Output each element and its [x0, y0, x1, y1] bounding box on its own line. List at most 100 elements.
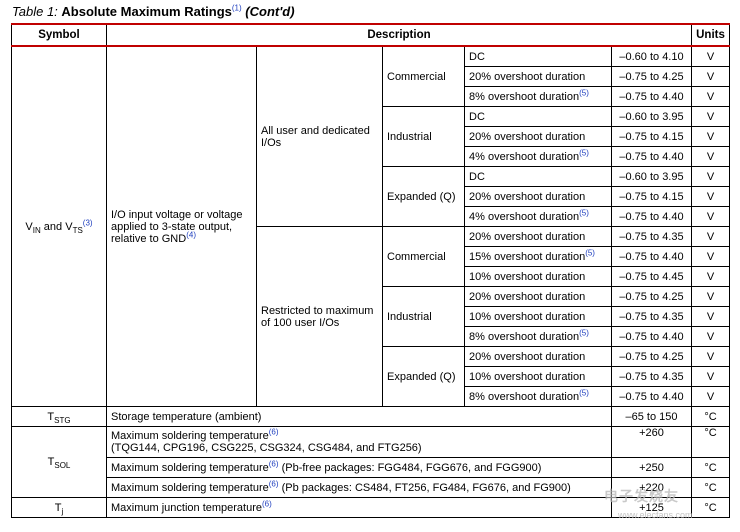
condition-cell: DC	[464, 45, 612, 67]
condition-text: 8% overshoot duration	[469, 330, 580, 343]
grade-cell: Commercial	[382, 226, 465, 287]
tstg-symbol-cell: TSTG	[11, 406, 107, 427]
symbol-text: V	[25, 220, 33, 233]
value-cell: –0.75 to 4.25	[611, 66, 692, 87]
unit-cell: °C	[691, 406, 730, 427]
value-cell: –0.60 to 4.10	[611, 45, 692, 67]
condition-text: DC	[469, 50, 485, 63]
unit-cell: V	[691, 266, 730, 287]
condition-text: 8% overshoot duration	[469, 90, 580, 103]
unit-cell: V	[691, 326, 730, 347]
unit-cell: V	[691, 386, 730, 407]
value-cell: –0.75 to 4.35	[611, 306, 692, 327]
description-text: Maximum soldering temperature	[111, 461, 269, 474]
tsol-description-cell: Maximum soldering temperature(6) (Pb pac…	[106, 477, 612, 498]
table-row: 15% overshoot duration(5) –0.75 to 4.40 …	[12, 246, 730, 267]
value-cell: –0.75 to 4.40	[611, 326, 692, 347]
condition-cell: 20% overshoot duration	[464, 126, 612, 147]
condition-cell: 15% overshoot duration(5)	[464, 246, 612, 267]
description-text: Maximum soldering temperature	[111, 481, 269, 494]
table-row: Restricted to maximum of 100 user I/Os C…	[12, 226, 730, 407]
title-footnote-link[interactable]: (1)	[231, 3, 242, 13]
value-cell: –0.75 to 4.40	[611, 146, 692, 167]
grade-cell: Industrial	[382, 286, 465, 347]
footnote-link[interactable]: (6)	[268, 478, 279, 488]
value-cell: +220	[611, 477, 692, 498]
condition-text: 20% overshoot duration	[469, 70, 586, 83]
symbol-header: Symbol	[11, 23, 107, 47]
condition-cell: DC	[464, 166, 612, 187]
table-row: 20% overshoot duration –0.75 to 4.25 V	[12, 66, 730, 87]
unit-cell: V	[691, 346, 730, 367]
unit-cell: V	[691, 306, 730, 327]
footnote-link[interactable]: (4)	[186, 229, 196, 239]
value-cell: –0.75 to 4.45	[611, 266, 692, 287]
footnote-link[interactable]: (3)	[82, 217, 93, 227]
condition-text: 10% overshoot duration	[469, 310, 586, 323]
symbol-subscript: STG	[54, 415, 71, 425]
description-detail: (Pb-free packages: FGG484, FGG676, and F…	[278, 461, 542, 474]
symbol-subscript: SOL	[54, 461, 71, 471]
table-row: 4% overshoot duration(5) –0.75 to 4.40 V	[12, 206, 730, 227]
value-cell: –0.75 to 4.25	[611, 286, 692, 307]
watermark-url: www.elecfans.com	[618, 510, 693, 520]
table-row: 10% overshoot duration –0.75 to 4.35 V	[12, 366, 730, 387]
footnote-link[interactable]: (5)	[579, 327, 589, 337]
footnote-link[interactable]: (5)	[579, 87, 589, 97]
unit-cell: °C	[691, 497, 730, 518]
symbol-subscript: j	[61, 506, 64, 516]
condition-cell: 10% overshoot duration	[464, 306, 612, 327]
footnote-link[interactable]: (6)	[268, 458, 279, 468]
unit-cell: V	[691, 106, 730, 127]
condition-cell: 20% overshoot duration	[464, 286, 612, 307]
condition-cell: 20% overshoot duration	[464, 186, 612, 207]
footnote-link[interactable]: (5)	[579, 147, 589, 157]
io-group-cell: All user and dedicated I/Os	[256, 45, 383, 227]
value-cell: –0.75 to 4.40	[611, 386, 692, 407]
footnote-link[interactable]: (5)	[579, 387, 589, 397]
footnote-link[interactable]: (6)	[268, 427, 279, 437]
condition-text: 4% overshoot duration	[469, 210, 580, 223]
table-number: Table 1:	[12, 4, 58, 19]
condition-text: 20% overshoot duration	[469, 350, 586, 363]
io-group-cell: Restricted to maximum of 100 user I/Os	[256, 226, 383, 407]
unit-cell: °C	[691, 477, 730, 498]
grade-cell: Expanded (Q)	[382, 346, 465, 407]
condition-text: 20% overshoot duration	[469, 130, 586, 143]
unit-cell: V	[691, 66, 730, 87]
condition-text: DC	[469, 110, 485, 123]
table-row: 20% overshoot duration –0.75 to 4.15 V	[12, 186, 730, 207]
condition-text: 8% overshoot duration	[469, 390, 580, 403]
footnote-link[interactable]: (6)	[262, 498, 272, 508]
description-header: Description	[106, 23, 692, 47]
footnote-link[interactable]: (5)	[579, 207, 589, 217]
value-cell: –0.75 to 4.40	[611, 86, 692, 107]
table-caption: Table 1: Absolute Maximum Ratings(1) (Co…	[12, 4, 295, 19]
table-row: 8% overshoot duration(5) –0.75 to 4.40 V	[12, 326, 730, 347]
value-cell: –65 to 150	[611, 406, 692, 427]
unit-cell: °C	[691, 426, 730, 458]
condition-cell: 8% overshoot duration(5)	[464, 386, 612, 407]
header-row: Symbol Description Units	[11, 23, 730, 47]
symbol-text: T	[47, 410, 55, 423]
condition-cell: 8% overshoot duration(5)	[464, 86, 612, 107]
symbol-text: and V	[40, 220, 73, 233]
grade-cell: Expanded (Q)	[382, 166, 465, 227]
value-cell: –0.60 to 3.95	[611, 166, 692, 187]
unit-cell: V	[691, 166, 730, 187]
condition-cell: 8% overshoot duration(5)	[464, 326, 612, 347]
value-cell: –0.75 to 4.40	[611, 246, 692, 267]
footnote-link[interactable]: (5)	[585, 247, 595, 257]
condition-cell: 10% overshoot duration	[464, 266, 612, 287]
condition-cell: 10% overshoot duration	[464, 366, 612, 387]
tstg-description-cell: Storage temperature (ambient)	[106, 406, 612, 427]
condition-cell: DC	[464, 106, 612, 127]
value-cell: –0.75 to 4.35	[611, 366, 692, 387]
value-cell: –0.75 to 4.15	[611, 126, 692, 147]
tj-description-cell: Maximum junction temperature(6)	[106, 497, 612, 518]
tsol-description-cell: Maximum soldering temperature(6) (Pb-fre…	[106, 457, 612, 478]
value-cell: –0.60 to 3.95	[611, 106, 692, 127]
grade-cell: Industrial	[382, 106, 465, 167]
condition-text: 20% overshoot duration	[469, 290, 586, 303]
condition-text: 20% overshoot duration	[469, 230, 586, 243]
